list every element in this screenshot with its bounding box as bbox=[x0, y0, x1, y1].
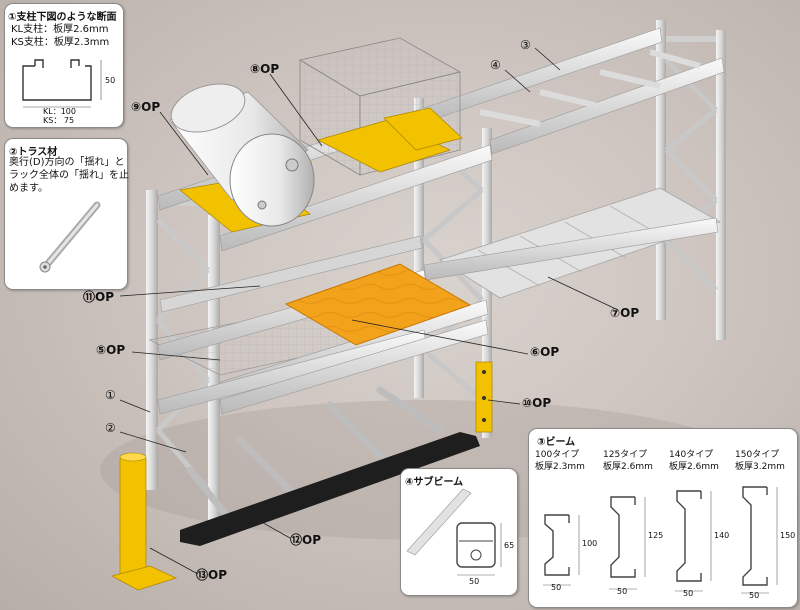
truss-desc-1: 奥行(D)方向の「揺れ」と bbox=[9, 157, 125, 168]
beam-panel-title: ③ビーム bbox=[537, 437, 576, 448]
column-section-panel: ①支柱下図のような断面 KL支柱：板厚2.6mm KS支柱：板厚2.3mm 50… bbox=[4, 3, 124, 128]
callout-4: ④ bbox=[490, 58, 501, 72]
beam-panel: ③ビーム 100タイプ 板厚2.3mm 125タイプ 板厚2.6mm 140タイ… bbox=[528, 428, 798, 608]
callout-6: ⑥OP bbox=[530, 345, 560, 359]
beam-upper-right bbox=[423, 27, 725, 155]
column-panel-title: ①支柱下図のような断面 bbox=[8, 12, 117, 23]
callout-11: ⑪OP bbox=[83, 290, 114, 304]
beam-lower bbox=[157, 319, 489, 415]
floor-bumper bbox=[180, 432, 480, 546]
beam-dim-w-150: 50 bbox=[749, 591, 760, 600]
leader-lines bbox=[119, 47, 619, 575]
upright-frame-right bbox=[656, 20, 726, 340]
column-spec-ks: KS支柱：板厚2.3mm bbox=[11, 37, 110, 48]
sub-beam-drawing bbox=[406, 488, 502, 576]
callout-9: ⑨OP bbox=[131, 100, 161, 114]
sub-beam-dim-height: 65 bbox=[504, 541, 515, 550]
sub-beam-dim-width: 50 bbox=[469, 577, 480, 586]
callout-10: ⑩OP bbox=[522, 396, 552, 410]
truss-drawing bbox=[39, 201, 101, 273]
beam-dim-h-150: 150 bbox=[780, 531, 796, 540]
column-section-drawing bbox=[22, 59, 102, 108]
beam-dim-w-125: 50 bbox=[617, 587, 628, 596]
beam-thickness-125: 板厚2.6mm bbox=[603, 462, 653, 472]
beam-type-100: 100タイプ bbox=[535, 450, 580, 460]
callout-13: ⑬OP bbox=[196, 568, 227, 582]
plywood-board bbox=[284, 263, 472, 346]
callout-2: ② bbox=[105, 421, 116, 435]
beam-thickness-100: 板厚2.3mm bbox=[535, 462, 585, 472]
callout-8: ⑧OP bbox=[250, 62, 280, 76]
beam-dim-w-140: 50 bbox=[683, 589, 694, 598]
post-protector bbox=[110, 452, 178, 591]
beam-dim-h-140: 140 bbox=[714, 531, 730, 540]
beam-type-150: 150タイプ bbox=[735, 450, 780, 460]
truss-desc-2: ラック全体の「揺れ」を止 bbox=[9, 170, 129, 181]
drum bbox=[169, 83, 315, 227]
steel-deck-shelf bbox=[423, 187, 721, 299]
beam-type-125: 125タイプ bbox=[603, 450, 648, 460]
beam-dim-h-125: 125 bbox=[648, 531, 664, 540]
callout-5: ⑤OP bbox=[96, 343, 126, 357]
beam-dim-w-100: 50 bbox=[551, 583, 562, 592]
sub-beam-panel-title: ④サブビーム bbox=[405, 477, 464, 488]
beam-sections-drawing bbox=[543, 486, 778, 594]
truss-panel-title: ②トラス材 bbox=[9, 147, 58, 158]
column-dim-ks: KS： 75 bbox=[43, 116, 75, 125]
column-guard bbox=[475, 361, 493, 433]
column-spec-kl: KL支柱：板厚2.6mm bbox=[11, 24, 109, 35]
beam-dim-h-100: 100 bbox=[582, 539, 598, 548]
callout-1: ① bbox=[105, 388, 116, 402]
truss-desc-3: めます。 bbox=[9, 183, 48, 194]
sub-beam-bar bbox=[159, 235, 423, 313]
beam-type-140: 140タイプ bbox=[669, 450, 714, 460]
wire-basket bbox=[298, 37, 463, 176]
sub-beam-panel: ④サブビーム 65 50 bbox=[400, 468, 518, 596]
column-dim-kl: KL：100 bbox=[43, 107, 76, 116]
truss-panel: ②トラス材 奥行(D)方向の「揺れ」と ラック全体の「揺れ」を止 めます。 bbox=[4, 138, 129, 290]
callout-3: ③ bbox=[520, 38, 531, 52]
beam-thickness-140: 板厚2.6mm bbox=[669, 462, 719, 472]
callout-12: ⑫OP bbox=[290, 533, 321, 547]
callout-7: ⑦OP bbox=[610, 306, 640, 320]
beam-thickness-150: 板厚3.2mm bbox=[735, 462, 785, 472]
floor-rails bbox=[186, 386, 444, 524]
column-dim-height: 50 bbox=[105, 76, 116, 85]
